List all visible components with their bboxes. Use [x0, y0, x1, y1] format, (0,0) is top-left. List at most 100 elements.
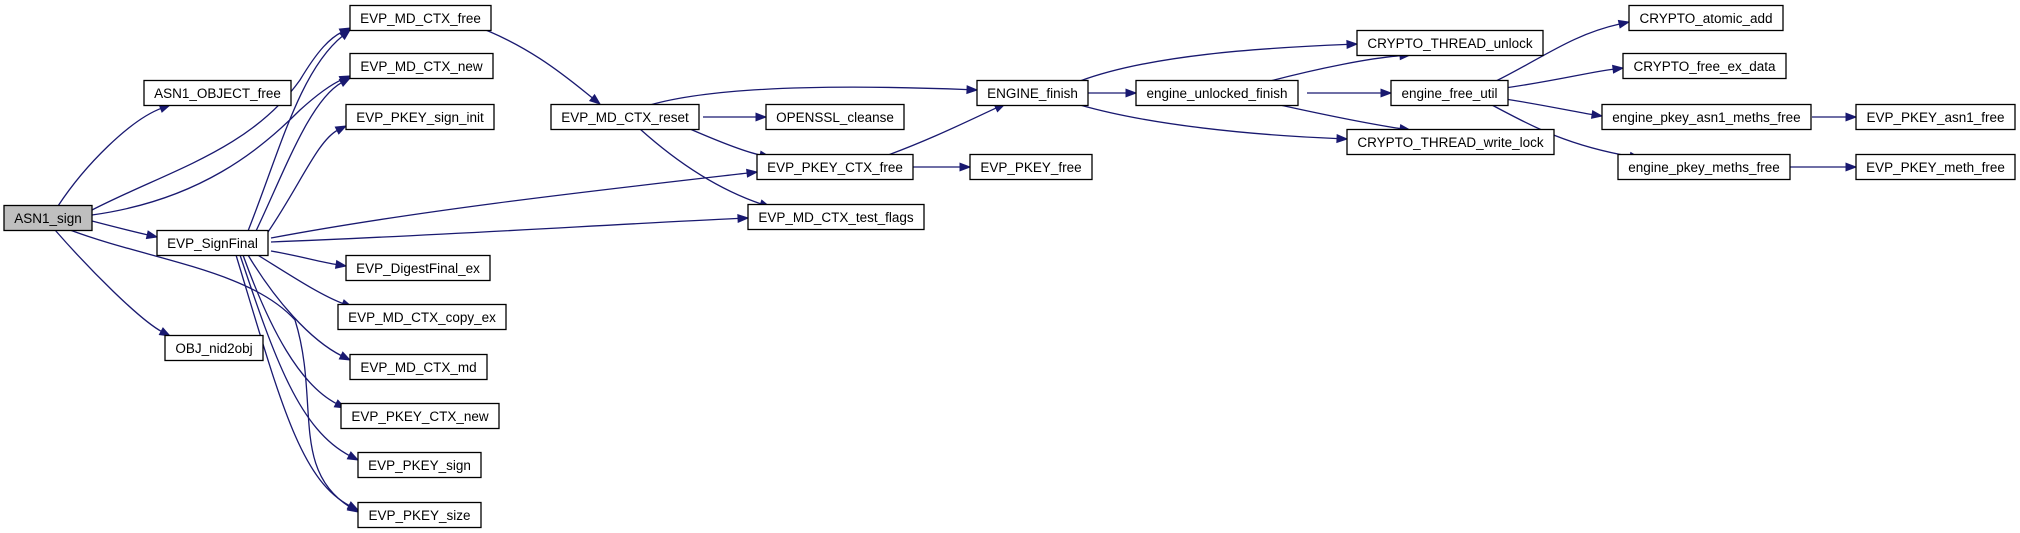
edge-line — [270, 250, 338, 266]
node-box — [164, 334, 264, 362]
edge-line — [879, 107, 998, 159]
node-evp-digestfinal-ex[interactable]: EVP_DigestFinal_ex — [345, 254, 491, 282]
edge-asn1-sign-to-evp-pkey-size — [69, 229, 360, 513]
node-evp-pkey-ctx-free[interactable]: EVP_PKEY_CTX_free — [756, 153, 914, 181]
edge-line — [1504, 98, 1594, 116]
node-openssl-cleanse[interactable]: OPENSSL_cleanse — [765, 103, 905, 131]
node-crypto-atomic-add[interactable]: CRYPTO_atomic_add — [1628, 4, 1784, 32]
node-label: ENGINE_finish — [987, 86, 1078, 101]
node-label: EVP_MD_CTX_copy_ex — [348, 310, 496, 325]
arrowhead-icon — [1125, 88, 1138, 98]
node-asn1-sign[interactable]: ASN1_sign — [3, 204, 93, 232]
node-evp-md-ctx-md[interactable]: EVP_MD_CTX_md — [349, 353, 488, 381]
arrowhead-icon — [1612, 64, 1625, 74]
node-label: OBJ_nid2obj — [175, 341, 252, 356]
edge-engine-finish-to-crypto-thread-unlock — [1079, 39, 1359, 82]
node-obj-nid2obj[interactable]: OBJ_nid2obj — [164, 334, 264, 362]
node-box — [345, 254, 491, 282]
node-label: engine_free_util — [1401, 86, 1497, 101]
edge-engine-unlocked-finish-to-engine-free-util — [1307, 88, 1393, 98]
node-box — [969, 153, 1093, 181]
node-engine-finish[interactable]: ENGINE_finish — [976, 79, 1089, 107]
arrowhead-icon — [334, 259, 348, 269]
node-label: CRYPTO_THREAD_write_lock — [1357, 135, 1544, 150]
node-box — [976, 79, 1089, 107]
node-box — [156, 229, 269, 257]
edge-evp-signfinal-to-evp-pkey-ctx-free — [270, 168, 759, 239]
node-engine-pkey-meths-free[interactable]: engine_pkey_meths_free — [1617, 153, 1791, 181]
arrowhead-icon — [1336, 134, 1349, 144]
edges — [54, 19, 1858, 513]
edge-evp-signfinal-to-evp-md-ctx-test-flags — [270, 213, 750, 243]
edge-engine-finish-to-engine-unlocked-finish — [1088, 88, 1138, 98]
node-evp-pkey-meth-free[interactable]: EVP_PKEY_meth_free — [1855, 153, 2016, 181]
node-evp-signfinal[interactable]: EVP_SignFinal — [156, 229, 269, 257]
node-crypto-free-ex-data[interactable]: CRYPTO_free_ex_data — [1622, 52, 1787, 80]
node-crypto-thread-unlock[interactable]: CRYPTO_THREAD_unlock — [1356, 29, 1544, 57]
edge-evp-signfinal-to-evp-pkey-sign — [239, 254, 360, 461]
arrowhead-icon — [1845, 112, 1858, 122]
node-evp-pkey-free[interactable]: EVP_PKEY_free — [969, 153, 1093, 181]
edge-line — [1269, 55, 1402, 82]
node-label: EVP_MD_CTX_reset — [561, 110, 689, 125]
node-evp-pkey-sign-init[interactable]: EVP_PKEY_sign_init — [345, 103, 495, 131]
edge-engine-pkey-asn1-meths-free-to-evp-pkey-asn1-free — [1812, 112, 1858, 122]
edge-line — [91, 31, 343, 211]
node-box — [1628, 4, 1784, 32]
node-box — [1617, 153, 1791, 181]
edge-evp-signfinal-to-evp-md-ctx-new — [255, 77, 352, 232]
node-evp-md-ctx-copy-ex[interactable]: EVP_MD_CTX_copy_ex — [337, 303, 507, 331]
node-box — [1622, 52, 1787, 80]
edge-evp-signfinal-to-evp-md-ctx-md — [247, 254, 352, 361]
node-label: EVP_PKEY_CTX_free — [767, 160, 903, 175]
node-evp-pkey-asn1-free[interactable]: EVP_PKEY_asn1_free — [1855, 103, 2016, 131]
edge-line — [54, 229, 163, 333]
edge-engine-free-util-to-crypto-atomic-add — [1489, 19, 1631, 85]
node-label: OPENSSL_cleanse — [776, 110, 894, 125]
node-label: EVP_PKEY_asn1_free — [1866, 110, 2004, 125]
node-evp-pkey-size[interactable]: EVP_PKEY_size — [357, 501, 482, 529]
node-label: ASN1_OBJECT_free — [154, 86, 281, 101]
node-box — [143, 79, 292, 107]
arrowhead-icon — [737, 213, 750, 224]
node-box — [747, 203, 925, 231]
node-evp-md-ctx-reset[interactable]: EVP_MD_CTX_reset — [550, 103, 700, 131]
edge-line — [1279, 104, 1402, 130]
node-label: EVP_MD_CTX_md — [360, 360, 476, 375]
node-evp-md-ctx-free[interactable]: EVP_MD_CTX_free — [349, 4, 492, 32]
edge-line — [235, 254, 351, 507]
arrowhead-icon — [1617, 19, 1631, 29]
edge-line — [1489, 23, 1621, 85]
node-label: EVP_PKEY_sign_init — [356, 110, 484, 125]
arrowhead-icon — [1590, 109, 1604, 119]
edge-evp-md-ctx-reset-to-openssl-cleanse — [703, 112, 768, 122]
node-evp-pkey-ctx-new[interactable]: EVP_PKEY_CTX_new — [340, 402, 500, 430]
edge-line — [255, 81, 343, 232]
edge-line — [247, 254, 343, 357]
arrowhead-icon — [1380, 88, 1393, 98]
node-engine-free-util[interactable]: engine_free_util — [1390, 79, 1509, 107]
node-engine-pkey-asn1-meths-free[interactable]: engine_pkey_asn1_meths_free — [1601, 103, 1812, 131]
node-engine-unlocked-finish[interactable]: engine_unlocked_finish — [1135, 79, 1299, 107]
arrowhead-icon — [959, 162, 972, 172]
edge-asn1-sign-to-evp-md-ctx-free — [91, 27, 352, 211]
node-box — [349, 52, 494, 80]
node-box — [345, 103, 495, 131]
edge-asn1-sign-to-obj-nid2obj — [54, 229, 172, 337]
node-evp-md-ctx-test-flags[interactable]: EVP_MD_CTX_test_flags — [747, 203, 925, 231]
edge-evp-pkey-ctx-free-to-evp-pkey-free — [912, 162, 972, 172]
edge-asn1-sign-to-asn1-object-free — [57, 104, 172, 207]
nodes: ASN1_sign ASN1_OBJECT_freeEVP_SignFinalOB… — [3, 4, 2016, 529]
node-label: CRYPTO_THREAD_unlock — [1367, 36, 1533, 51]
node-crypto-thread-write-lock[interactable]: CRYPTO_THREAD_write_lock — [1346, 128, 1555, 156]
node-evp-pkey-sign[interactable]: EVP_PKEY_sign — [357, 451, 482, 479]
edge-engine-free-util-to-engine-pkey-asn1-meths-free — [1504, 98, 1604, 119]
edge-line — [91, 79, 343, 216]
node-asn1-object-free[interactable]: ASN1_OBJECT_free — [143, 79, 292, 107]
node-label: engine_pkey_meths_free — [1628, 160, 1780, 175]
node-label: CRYPTO_atomic_add — [1639, 11, 1772, 26]
node-box — [1855, 103, 2016, 131]
node-evp-md-ctx-new[interactable]: EVP_MD_CTX_new — [349, 52, 494, 80]
node-label: ASN1_sign — [14, 211, 82, 226]
